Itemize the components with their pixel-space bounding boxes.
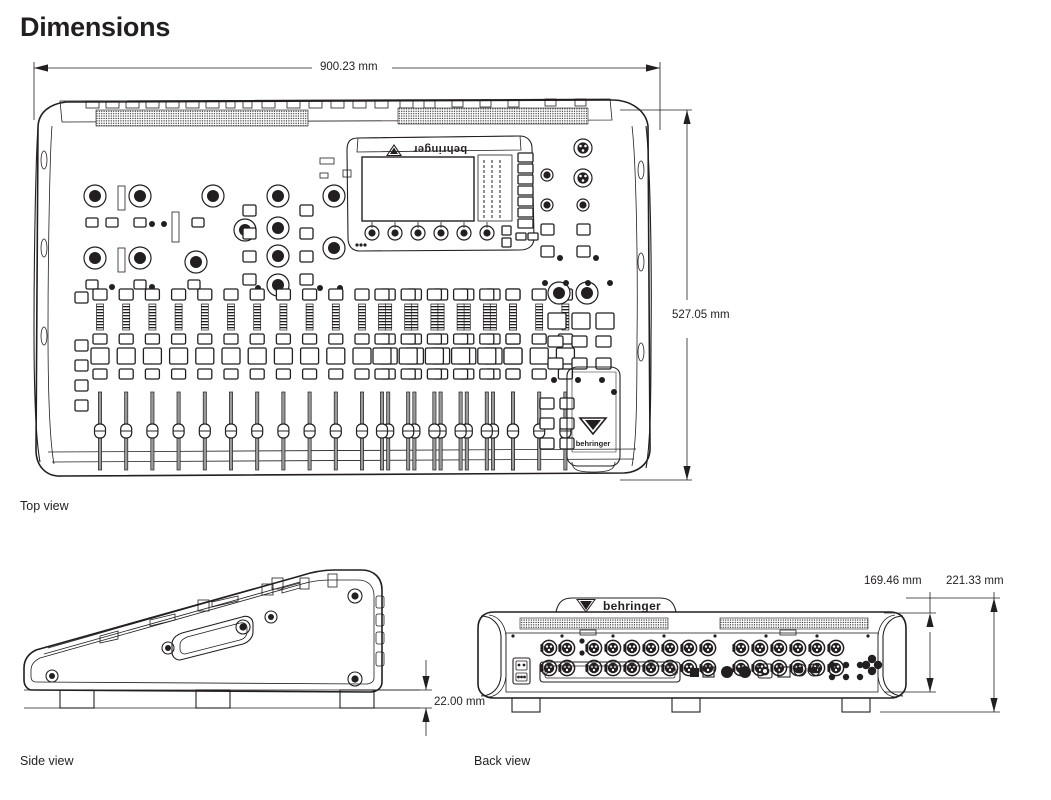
- dimension-label-total-height: 221.33 mm: [946, 575, 1004, 587]
- dimension-depth-527: [620, 109, 692, 481]
- armrest-grille: behringer: [566, 366, 621, 473]
- card-slot: [539, 661, 681, 683]
- dimension-label-rear-height: 169.46 mm: [864, 575, 922, 587]
- svg-text:behringer: behringer: [603, 599, 661, 613]
- main-display-panel: [346, 135, 539, 252]
- channel-strip-section: [83, 157, 352, 297]
- side-view-console: [23, 569, 420, 709]
- dimension-label-depth: 527.05 mm: [672, 309, 730, 321]
- dimension-width-900: [33, 62, 661, 130]
- back-brand-logo: behringer: [576, 599, 661, 613]
- dimension-label-foot-height: 22.00 mm: [434, 696, 486, 708]
- back-view-console: behringer: [477, 597, 907, 713]
- dimension-total-221: [880, 592, 1000, 713]
- dimension-label-width: 900.23 mm: [320, 61, 378, 73]
- xlr-connector-array: [540, 638, 845, 677]
- misc-jacks: [690, 663, 821, 679]
- dimension-foot-22: [374, 660, 432, 736]
- iec-power-inlet: [512, 657, 531, 685]
- view-label-side: Side view: [20, 754, 74, 768]
- page-title: Dimensions: [20, 12, 171, 42]
- fader-top-controls: [74, 291, 89, 412]
- right-control-cluster: [539, 280, 617, 450]
- dimension-rear-169: [884, 592, 936, 693]
- top-view-console: behringer: [33, 98, 652, 477]
- view-label-back: Back view: [474, 754, 531, 768]
- top-connectors: [540, 138, 599, 261]
- svg-text:behringer: behringer: [576, 439, 611, 448]
- view-label-top: Top view: [20, 499, 69, 513]
- rear-dot-array: [828, 654, 883, 681]
- top-brand-logo: behringer: [385, 143, 468, 157]
- svg-text:behringer: behringer: [413, 143, 468, 155]
